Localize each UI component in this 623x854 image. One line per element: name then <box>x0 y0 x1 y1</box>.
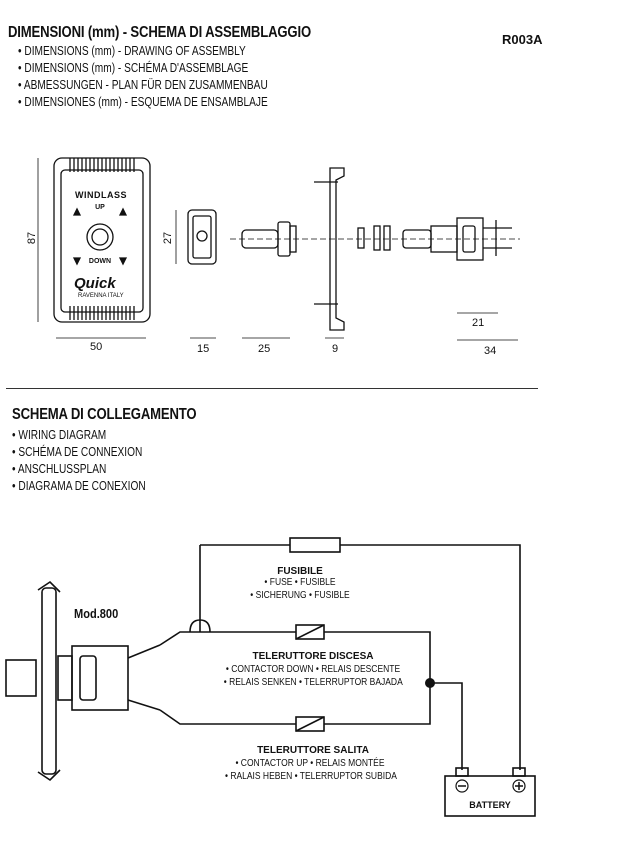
up-arrow-left-icon <box>72 207 82 216</box>
translation-en: DIMENSIONS (mm) - DRAWING OF ASSEMBLY <box>18 42 268 59</box>
panel-label-up: UP <box>95 204 105 211</box>
wire-fuse-right <box>340 544 521 770</box>
panel-bottom-ribs <box>69 306 135 320</box>
document-code: R003A <box>502 32 543 47</box>
model-label: Mod.800 <box>74 606 119 621</box>
junction-dot <box>425 678 435 688</box>
panel-label-down: DOWN <box>88 258 112 265</box>
fuse-line1: • FUSE • FUSIBLE <box>264 577 336 588</box>
switch-mount-plate <box>41 587 57 775</box>
mounting-plate <box>329 167 345 331</box>
contactor-up-line1: • CONTACTOR UP • RELAIS MONTÉE <box>235 758 385 769</box>
dim-switch-body: 21 <box>472 317 485 329</box>
boot-cap <box>187 209 217 265</box>
switch-knob-inner <box>91 228 109 246</box>
contactor-down-line1: • CONTACTOR DOWN • RELAIS DESCENTE <box>225 664 401 675</box>
wiring-translation-es: DIAGRAMA DE CONEXION <box>12 477 145 494</box>
fuse-symbol <box>289 537 341 553</box>
switch-knob-outer <box>86 223 114 251</box>
contactor-up-title: TELERUTTORE SALITA <box>257 745 369 756</box>
panel-top-ribs <box>69 158 135 172</box>
dim-switch-total: 34 <box>484 345 497 357</box>
wiring-translation-en: WIRING DIAGRAM <box>12 426 146 443</box>
translation-es: DIMENSIONES (mm) - ESQUEMA DE ENSAMBLAJE <box>18 93 267 110</box>
wiring-translation-fr: SCHÉMA DE CONNEXION <box>12 443 146 460</box>
dim-width: 50 <box>90 341 103 353</box>
section-divider <box>6 388 538 389</box>
assembly-translations: DIMENSIONS (mm) - DRAWING OF ASSEMBLY DI… <box>18 42 268 110</box>
battery-minus-icon <box>455 779 469 793</box>
panel-brand-sub: RAVENNA ITALY <box>78 293 124 299</box>
contactor-up-line2: • RALAIS HEBEN • TELERRUPTOR SUBIDA <box>225 771 397 782</box>
dim-boot-depth: 25 <box>258 343 271 355</box>
dim-boot-width: 15 <box>197 343 210 355</box>
switch-boot-left <box>5 659 37 697</box>
panel-label-windlass: WINDLASS <box>75 190 127 200</box>
fuse-title: FUSIBILE <box>277 566 323 577</box>
translation-fr: DIMENSIONS (mm) - SCHÉMA D'ASSEMBLAGE <box>18 59 268 76</box>
fuse-line2: • SICHERUNG • FUSIBLE <box>250 590 350 601</box>
switch-body-wiring <box>71 645 129 711</box>
wire-crossover <box>189 619 211 633</box>
battery-label: BATTERY <box>469 800 511 810</box>
wire-battery-minus <box>430 682 463 770</box>
translation-de: ABMESSUNGEN - PLAN FÜR DEN ZUSAMMENBAU <box>18 76 268 93</box>
wiring-title: SCHEMA DI COLLEGAMENTO <box>12 406 197 423</box>
assembly-title: DIMENSIONI (mm) - SCHEMA DI ASSEMBLAGGIO <box>8 24 311 41</box>
down-arrow-right-icon <box>118 257 128 266</box>
panel-brand: Quick <box>74 275 116 292</box>
wiring-translation-de: ANSCHLUSSPLAN <box>12 460 146 477</box>
contactor-down-line2: • RELAIS SENKEN • TELERRUPTOR BAJADA <box>223 677 403 688</box>
battery-outline <box>444 775 536 817</box>
wiring-translations: WIRING DIAGRAM SCHÉMA DE CONNEXION ANSCH… <box>12 426 146 494</box>
up-arrow-right-icon <box>118 207 128 216</box>
dim-plate-thickness: 9 <box>332 343 339 355</box>
battery-plus-icon <box>512 779 526 793</box>
contactor-down-title: TELERUTTORE DISCESA <box>252 651 374 662</box>
down-arrow-left-icon <box>72 257 82 266</box>
